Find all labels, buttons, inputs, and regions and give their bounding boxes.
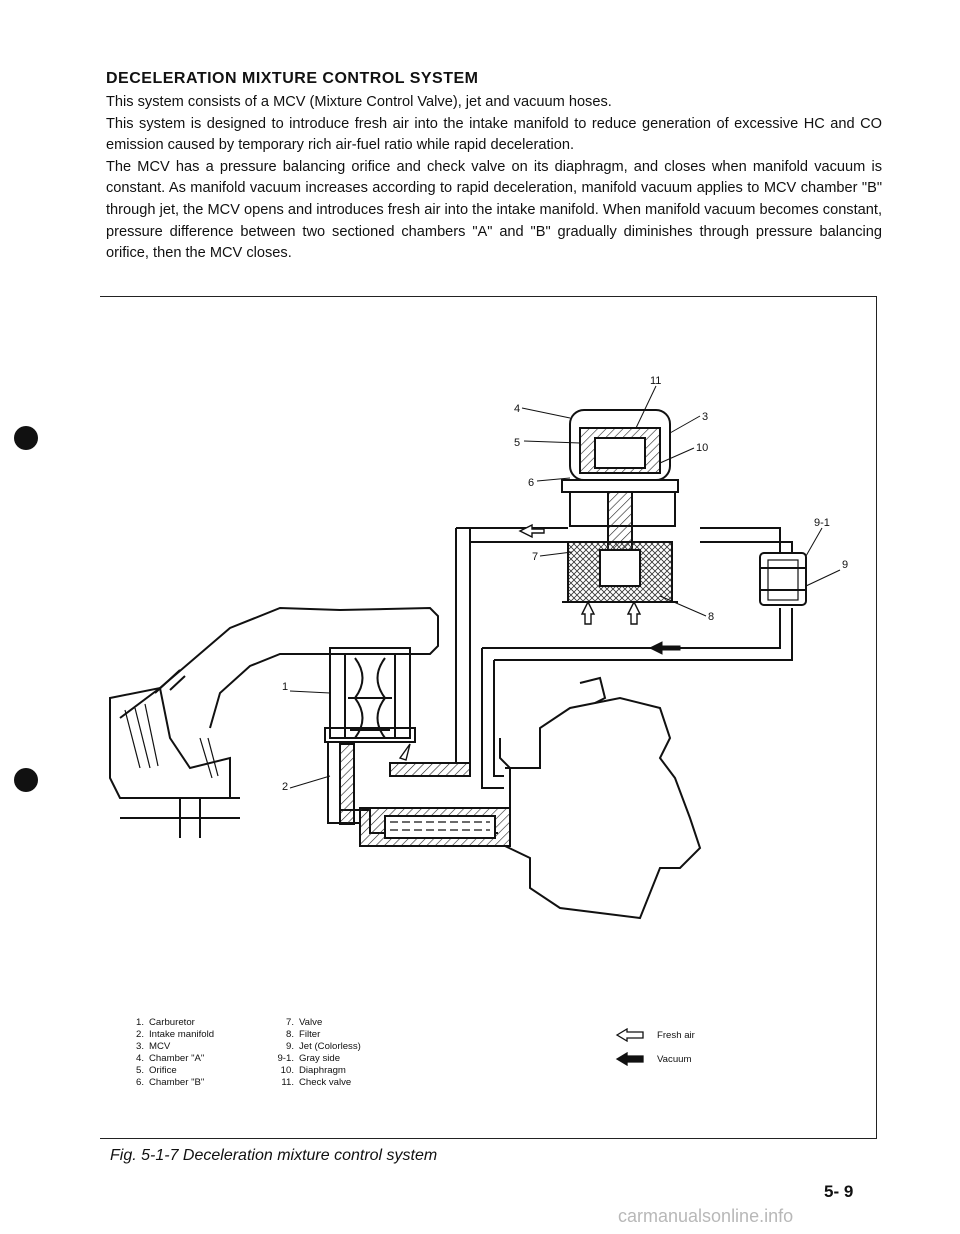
paragraph-3: The MCV has a pressure balancing orifice… xyxy=(106,157,882,265)
vacuum-arrow-icon xyxy=(615,1052,645,1066)
fresh-air-arrow-icon xyxy=(615,1028,645,1042)
paragraph-1: This system consists of a MCV (Mixture C… xyxy=(106,92,882,114)
callout-8: 8 xyxy=(708,611,714,623)
paragraph-2: This system is designed to introduce fre… xyxy=(106,114,882,157)
callout-10: 10 xyxy=(696,442,708,454)
legend-parts-right: 7.Valve 8.Filter 9.Jet (Colorless) 9-1.G… xyxy=(276,1017,361,1089)
callout-1: 1 xyxy=(282,681,288,693)
callout-9-1: 9-1 xyxy=(814,517,830,529)
legend-item: 2.Intake manifold xyxy=(126,1029,214,1041)
figure-caption: Fig. 5-1-7 Deceleration mixture control … xyxy=(110,1147,437,1165)
callout-11: 11 xyxy=(650,375,661,387)
vacuum-legend: Vacuum xyxy=(615,1050,695,1068)
callout-6: 6 xyxy=(528,477,534,489)
watermark: carmanualsonline.info xyxy=(618,1206,793,1227)
vacuum-label: Vacuum xyxy=(657,1054,691,1065)
fresh-air-legend: Fresh air xyxy=(615,1026,695,1044)
vacuum-arrow xyxy=(650,642,680,654)
callout-4: 4 xyxy=(514,403,520,415)
callout-9: 9 xyxy=(842,559,848,571)
binder-hole-top xyxy=(14,426,38,450)
section-heading: DECELERATION MIXTURE CONTROL SYSTEM xyxy=(106,70,478,88)
flow-legend: Fresh air Vacuum xyxy=(615,1026,695,1074)
legend-item: 8.Filter xyxy=(276,1029,361,1041)
fresh-air-label: Fresh air xyxy=(657,1030,695,1041)
legend-parts-left: 1.Carburetor 2.Intake manifold 3.MCV 4.C… xyxy=(126,1017,214,1089)
legend-item: 4.Chamber "A" xyxy=(126,1053,214,1065)
legend-item: 9-1.Gray side xyxy=(276,1053,361,1065)
callout-3: 3 xyxy=(702,411,708,423)
legend-item: 7.Valve xyxy=(276,1017,361,1029)
section-body: This system consists of a MCV (Mixture C… xyxy=(106,92,882,265)
legend-item: 3.MCV xyxy=(126,1041,214,1053)
callout-7: 7 xyxy=(532,551,538,563)
mcv-system-diagram: 1 2 3 4 5 6 7 8 9 9-1 10 11 xyxy=(100,298,876,998)
callout-5: 5 xyxy=(514,437,520,449)
page-number: 5- 9 xyxy=(824,1182,853,1202)
binder-hole-bottom xyxy=(14,768,38,792)
legend-item: 10.Diaphragm xyxy=(276,1065,361,1077)
callout-2: 2 xyxy=(282,781,288,793)
legend-item: 1.Carburetor xyxy=(126,1017,214,1029)
legend-item: 11.Check valve xyxy=(276,1077,361,1089)
legend-item: 9.Jet (Colorless) xyxy=(276,1041,361,1053)
legend-item: 6.Chamber "B" xyxy=(126,1077,214,1089)
legend-item: 5.Orifice xyxy=(126,1065,214,1077)
